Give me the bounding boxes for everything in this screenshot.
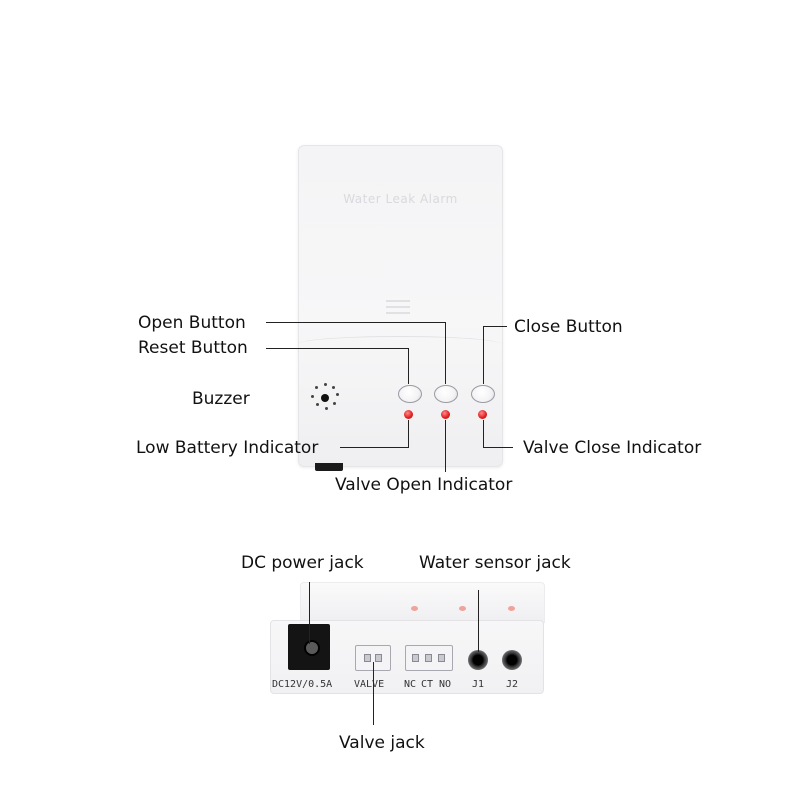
leader-line [266, 348, 408, 349]
low-battery-indicator-label: Low Battery Indicator [136, 438, 319, 458]
j1-port-label: J1 [472, 679, 485, 690]
j2-port-label: J2 [506, 679, 519, 690]
leader-line [483, 326, 484, 384]
reset-button-label: Reset Button [138, 338, 248, 358]
open-button-label: Open Button [138, 313, 246, 333]
valve-open-led [441, 410, 450, 419]
buzzer-label: Buzzer [192, 389, 250, 409]
reset-button[interactable] [398, 385, 422, 403]
valve-close-indicator-label: Valve Close Indicator [523, 438, 702, 458]
leader-line [408, 420, 409, 448]
water-sensor-jack-label: Water sensor jack [419, 553, 571, 573]
relay-connector [405, 645, 453, 671]
leader-line [373, 662, 374, 725]
vent-slot [386, 300, 410, 302]
valve-open-indicator-label: Valve Open Indicator [335, 475, 513, 495]
indicator-led [508, 606, 515, 611]
open-button[interactable] [434, 385, 458, 403]
water-sensor-jack-j1 [468, 650, 488, 670]
device-foot [315, 463, 343, 471]
nc-port-label: NC [404, 679, 417, 690]
low-battery-led [404, 410, 413, 419]
leader-line [340, 447, 409, 448]
leader-line [266, 322, 445, 323]
dc-jack-pin [304, 640, 320, 656]
leader-line [483, 326, 507, 327]
vent-slot [386, 306, 410, 308]
leader-line [445, 420, 446, 472]
leader-line [445, 322, 446, 384]
valve-port-label: VALVE [354, 679, 385, 690]
valve-connector [355, 645, 391, 671]
valve-close-led [478, 410, 487, 419]
leader-line [478, 590, 479, 652]
indicator-led [411, 606, 418, 611]
water-sensor-jack-j2 [502, 650, 522, 670]
valve-jack-label: Valve jack [339, 733, 425, 753]
dc-port-label: DC12V/0.5A [272, 679, 333, 690]
dc-power-jack-label: DC power jack [241, 553, 364, 573]
leader-line [408, 348, 409, 384]
close-button-label: Close Button [514, 317, 623, 337]
no-port-label: NO [439, 679, 452, 690]
vent-slot [386, 312, 410, 314]
close-button[interactable] [471, 385, 495, 403]
indicator-led [459, 606, 466, 611]
leader-line [483, 447, 513, 448]
ct-port-label: CT [421, 679, 434, 690]
leader-line [309, 582, 310, 644]
leader-line [483, 420, 484, 448]
device-title: Water Leak Alarm [343, 192, 458, 206]
device-bottom-top [300, 582, 545, 623]
panel-edge [299, 336, 500, 349]
